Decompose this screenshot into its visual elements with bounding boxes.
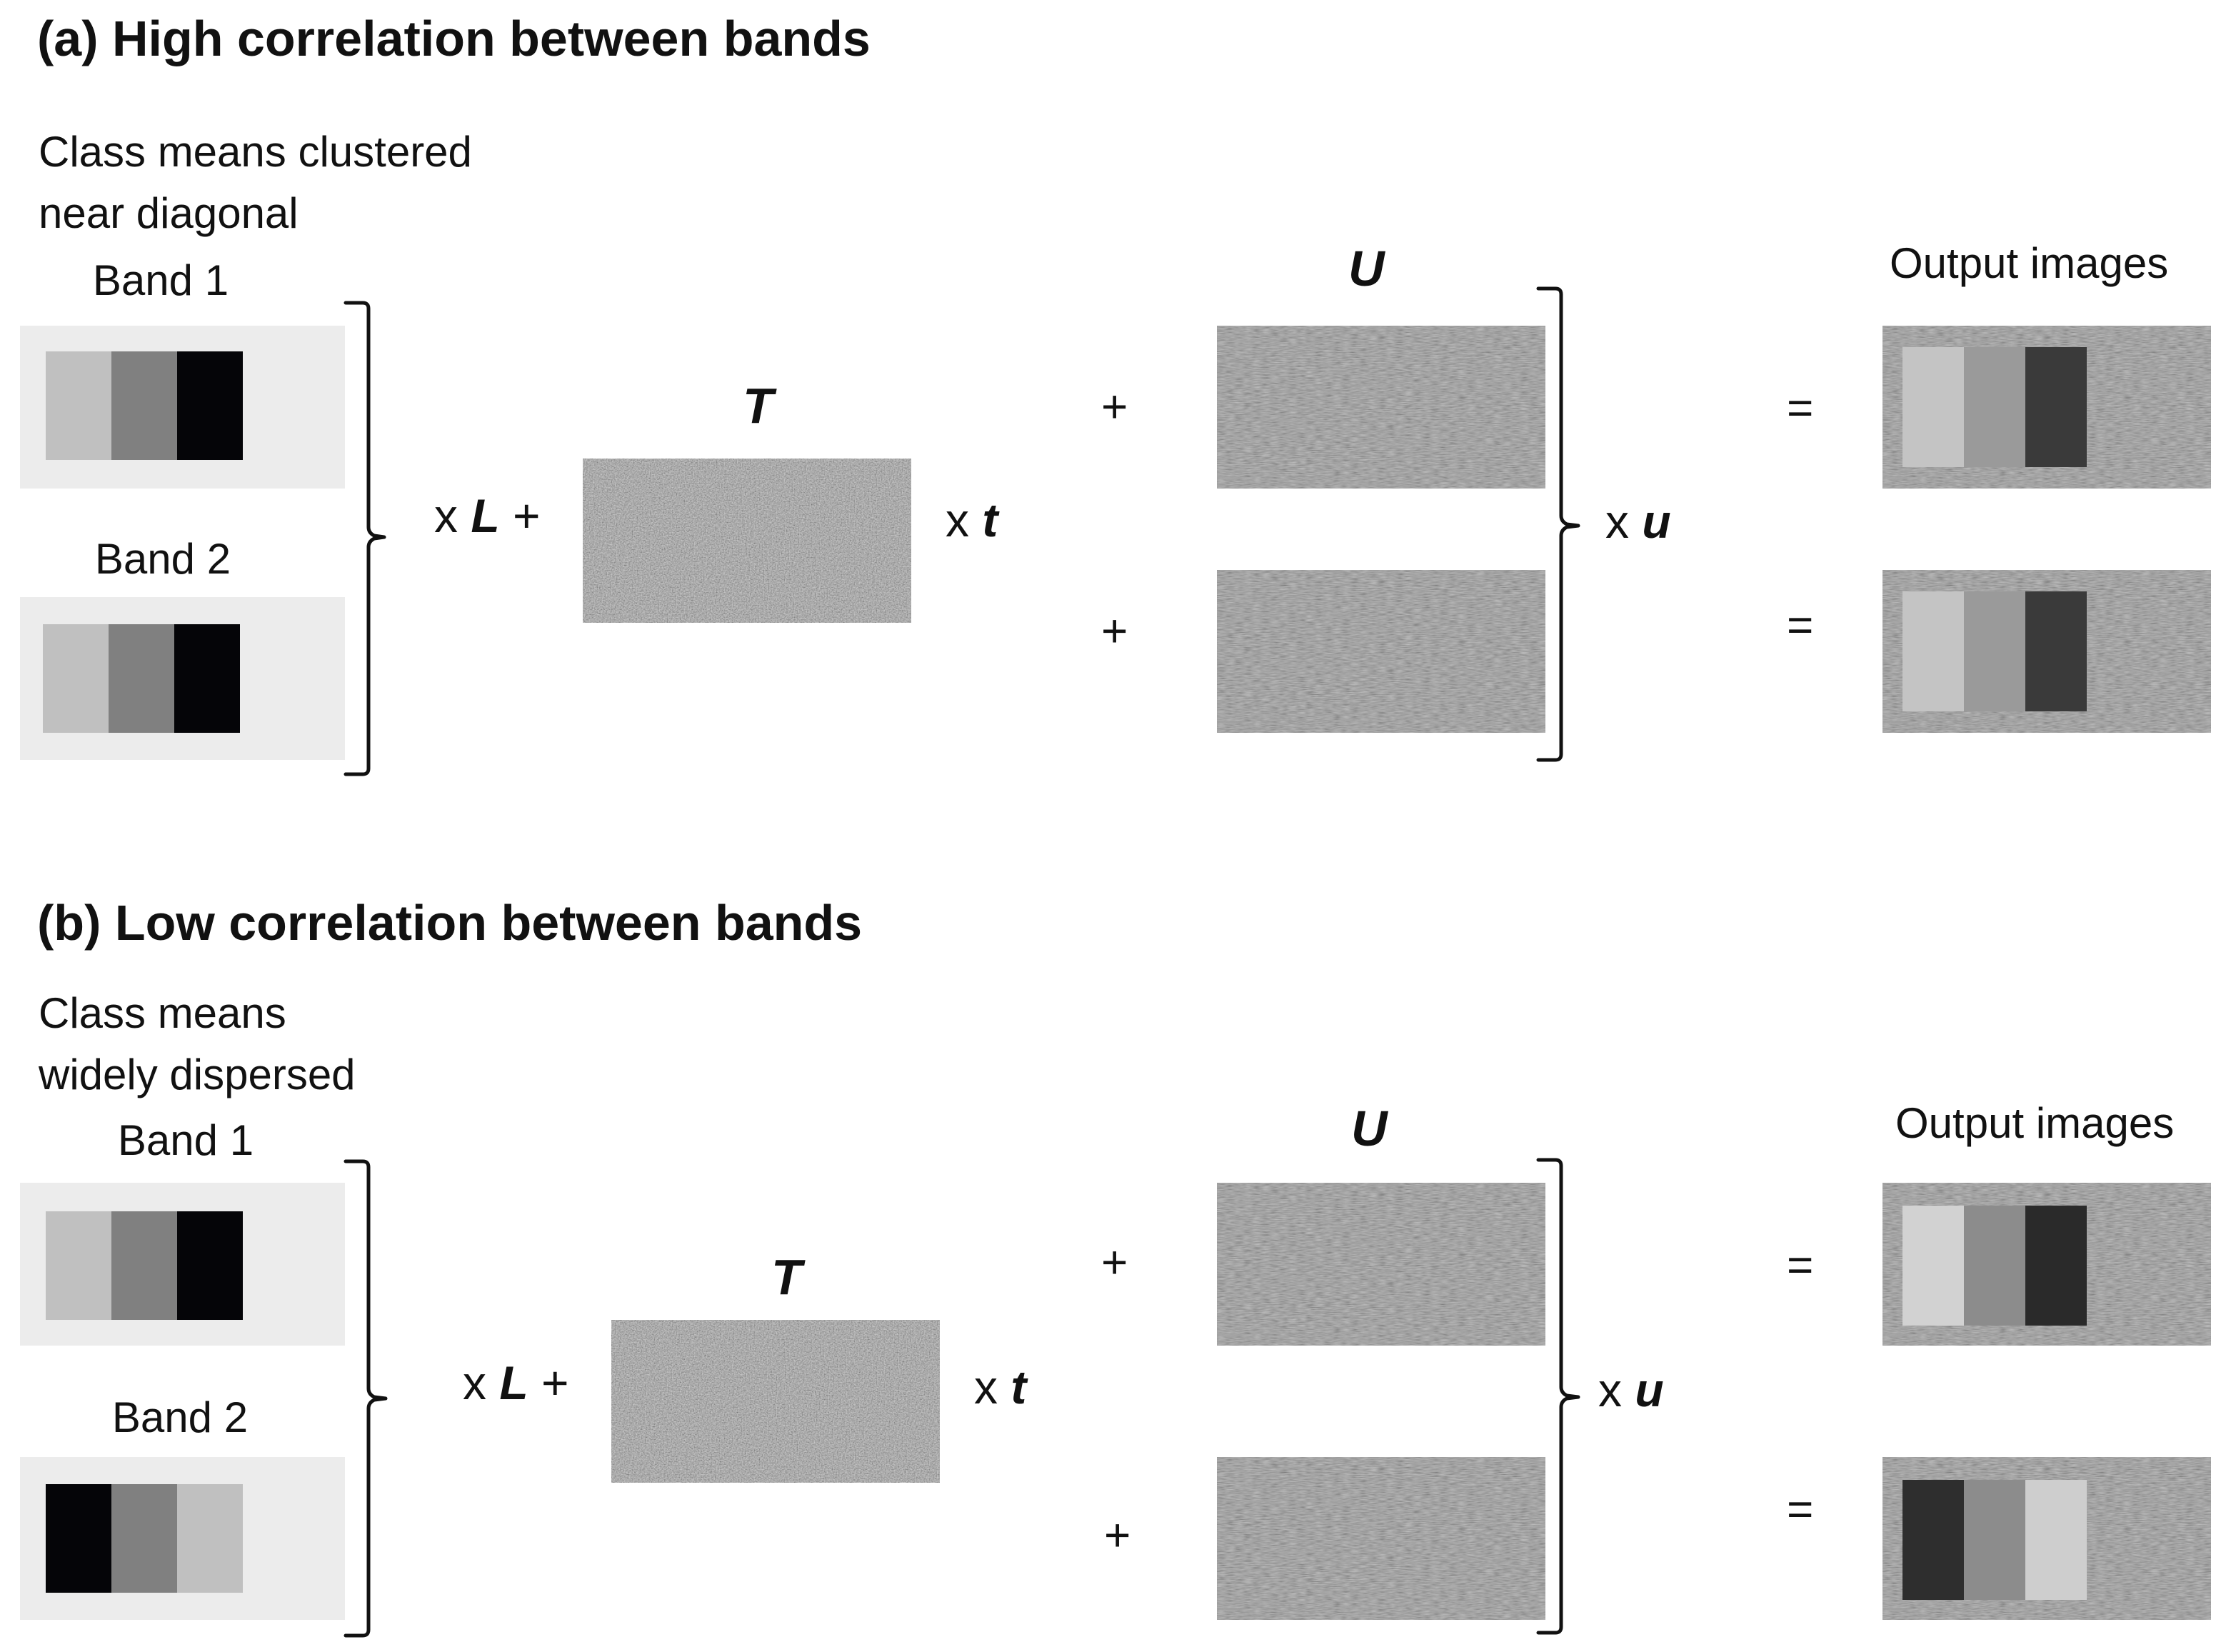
panel-a-band2-swatch-2 (109, 624, 174, 733)
panel-b-band2-swatch-2 (111, 1484, 177, 1593)
panel-a-band1-swatch-2 (111, 351, 177, 460)
panel-a-plus-top: + (1101, 381, 1128, 432)
panel-b-band2-swatch-3 (177, 1484, 243, 1593)
panel-a-times-t-symbol: x (946, 494, 969, 546)
panel-b-times-t-symbol: x (974, 1361, 998, 1413)
panel-b-caption-line2: widely dispersed (39, 1051, 356, 1098)
panel-b-output-top-stripe-3 (2025, 1206, 2087, 1326)
panel-b-times-u: x u (1598, 1363, 1664, 1417)
panel-a-band1-panel (20, 326, 345, 489)
panel-b-T-image (611, 1320, 940, 1483)
panel-a-output-label: Output images (1890, 239, 2169, 287)
panel-a-U-label: U (1348, 241, 1385, 296)
panel-b-output-bottom-stripe-2 (1964, 1480, 2025, 1600)
panel-b-plus-top: + (1101, 1236, 1128, 1288)
panel-b-output-top (1882, 1183, 2211, 1346)
panel-a-output-top (1882, 326, 2211, 489)
panel-a-caption-line2: near diagonal (39, 189, 299, 237)
panel-b-band2-label: Band 2 (111, 1393, 249, 1441)
panel-a-plus-symbol: + (513, 489, 541, 542)
panel-a-plus-bottom: + (1101, 605, 1128, 656)
panel-b-plus-bottom: + (1104, 1509, 1131, 1561)
panel-b-output-bottom (1882, 1457, 2211, 1620)
panel-a-u-symbol: u (1642, 495, 1671, 548)
panel-a-U-image-top (1217, 326, 1545, 489)
panel-b-band-bracket (344, 1159, 388, 1638)
panel-a-output-bottom-stripe-2 (1964, 591, 2025, 711)
panel-b-times-t: x t (974, 1360, 1026, 1414)
panel-a-times-t: x t (946, 493, 998, 547)
panel-a-band2-swatch-3 (174, 624, 240, 733)
panel-a-times-symbol: x (434, 489, 458, 542)
panel-a-title: (a) High correlation between bands (37, 11, 871, 66)
panel-b-equals-top: = (1787, 1239, 1814, 1291)
panel-b-plus-symbol: + (541, 1356, 569, 1409)
panel-b-caption-line1: Class means (39, 989, 286, 1037)
panel-b-U-label: U (1351, 1101, 1388, 1156)
panel-b-band2-swatch-1 (46, 1484, 111, 1593)
panel-b-output-label: Output images (1895, 1099, 2175, 1147)
panel-a-U-image-bottom (1217, 570, 1545, 733)
panel-b-band1-swatch-3 (177, 1211, 243, 1320)
panel-a-output-bottom-stripe-3 (2025, 591, 2087, 711)
panel-b-band1-panel (20, 1183, 345, 1346)
panel-b-output-bottom-stripe-1 (1902, 1480, 1964, 1600)
panel-a-band2-panel (20, 597, 345, 760)
panel-b-times-u-symbol: x (1598, 1363, 1622, 1416)
panel-a-band-bracket (344, 301, 386, 776)
panel-a-t-symbol: t (982, 494, 998, 546)
panel-a-equals-bottom: = (1787, 599, 1814, 651)
panel-b-times-symbol: x (463, 1356, 486, 1409)
panel-a-band1-swatch-1 (46, 351, 111, 460)
panel-a-L-symbol: L (471, 489, 500, 542)
panel-b-U-image-bottom (1217, 1457, 1545, 1620)
panel-b-band1-swatch-1 (46, 1211, 111, 1320)
panel-a-output-top-stripe-3 (2025, 347, 2087, 467)
panel-a-output-bottom (1882, 570, 2211, 733)
panel-b-t-symbol: t (1011, 1361, 1027, 1413)
panel-b-title: (b) Low correlation between bands (37, 895, 863, 951)
panel-a-T-label: T (743, 378, 773, 434)
panel-a-output-bottom-stripe-1 (1902, 591, 1964, 711)
panel-a-band1-label: Band 1 (92, 256, 229, 304)
panel-b-band1-label: Band 1 (117, 1116, 254, 1164)
panel-a-band2-swatch-1 (43, 624, 109, 733)
panel-b-T-label: T (771, 1249, 802, 1305)
panel-a-band2-label: Band 2 (94, 535, 231, 583)
panel-a-band1-swatch-3 (177, 351, 243, 460)
panel-b-output-top-stripe-1 (1902, 1206, 1964, 1326)
panel-a-output-top-stripe-2 (1964, 347, 2025, 467)
panel-a-output-top-stripe-1 (1902, 347, 1964, 467)
panel-b-band2-panel (20, 1457, 345, 1620)
panel-a-times-L: x L + (434, 489, 541, 543)
panel-a-times-u-symbol: x (1605, 495, 1629, 548)
panel-b-L-symbol: L (499, 1356, 528, 1409)
panel-a-times-u: x u (1605, 494, 1671, 549)
panel-b-equals-bottom: = (1787, 1483, 1814, 1535)
panel-b-U-image-top (1217, 1183, 1545, 1346)
panel-b-u-symbol: u (1635, 1363, 1664, 1416)
panel-a-caption-line1: Class means clustered (39, 128, 472, 176)
panel-b-output-bottom-stripe-3 (2025, 1480, 2087, 1600)
panel-b-band1-swatch-2 (111, 1211, 177, 1320)
panel-b-output-top-stripe-2 (1964, 1206, 2025, 1326)
panel-a-equals-top: = (1787, 382, 1814, 434)
panel-b-times-L: x L + (463, 1356, 569, 1410)
panel-a-T-image (583, 459, 911, 623)
